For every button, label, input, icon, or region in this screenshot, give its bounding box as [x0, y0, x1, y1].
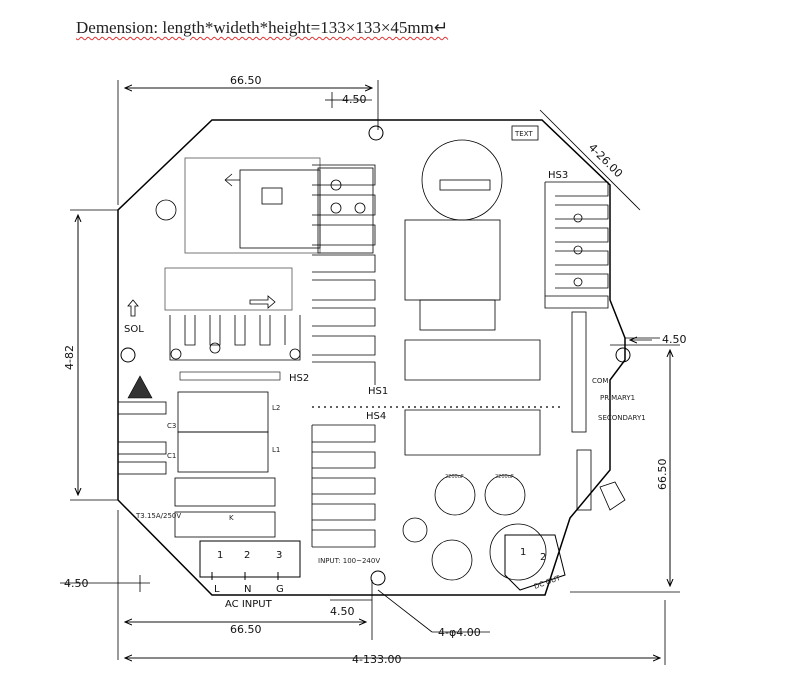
heatsink-hs2	[169, 315, 301, 361]
dim-right-offset: 4.50	[662, 333, 687, 346]
relay-block	[164, 267, 293, 311]
dim-hole: 4-φ4.00	[438, 626, 481, 639]
terminal-1: 1	[217, 550, 223, 561]
cap-label-1: 2200uF	[445, 474, 464, 480]
hs2-label: HS2	[289, 373, 309, 384]
left-relays	[117, 391, 276, 538]
dim-right-height: 66.50	[656, 459, 669, 491]
heatsink-hs3	[544, 181, 609, 309]
dim-left-height: 4-82	[63, 345, 76, 370]
dim-corner-top-right: 4-26.00	[586, 141, 625, 180]
warning-icon	[127, 375, 153, 399]
heatsink-hs1	[312, 164, 376, 385]
text-box-label: TEXT	[514, 130, 533, 138]
sol-arrow-icon	[127, 299, 139, 317]
l1-label: L1	[272, 446, 280, 454]
hs1-label: HS1	[368, 386, 388, 397]
dimension-lines	[60, 80, 680, 665]
dc-pin-1: 1	[520, 547, 526, 558]
dc-out-connector	[504, 534, 566, 591]
dim-bottom-center-offset: 4.50	[330, 605, 355, 618]
terminal-2: 2	[244, 550, 250, 561]
transformer-region	[184, 157, 374, 254]
dim-bottom-left-offset: 4.50	[64, 577, 89, 590]
arrow-symbol	[249, 295, 276, 309]
com-label: COM	[592, 377, 608, 385]
c1-label: C1	[167, 452, 176, 460]
heatsink-hs4	[311, 424, 376, 548]
c3-label: C3	[167, 422, 176, 430]
ac-input-label: AC INPUT	[225, 599, 273, 610]
dimension-title: Demension: length*wideth*height=133×133×…	[76, 18, 449, 37]
connector-strip	[179, 371, 281, 381]
dim-overall-width: 4-133.00	[352, 653, 401, 666]
hs3-label: HS3	[548, 170, 568, 181]
fuse-note: T3.15A/250V	[135, 512, 181, 520]
sol-label: SOL	[124, 324, 144, 335]
dim-bottom-width: 66.50	[230, 623, 262, 636]
terminal-3: 3	[276, 550, 282, 561]
terminal-letter-n: N	[244, 584, 251, 595]
text-box	[511, 125, 539, 141]
electrolytic-caps	[402, 474, 547, 581]
hs4-label: HS4	[366, 411, 386, 422]
component-circle	[155, 179, 366, 221]
l2-label: L2	[272, 404, 280, 412]
ac-input-terminal-block	[199, 540, 301, 580]
mounting-holes	[120, 125, 631, 586]
right-connectors	[571, 311, 626, 511]
board-outline	[117, 119, 626, 596]
input-note: INPUT: 100~240V	[318, 557, 380, 565]
secondary-label: SECONDARY1	[598, 414, 646, 422]
center-components	[404, 139, 541, 456]
cap-label-2: 2200uF	[495, 474, 514, 480]
dim-top-width: 66.50	[230, 74, 262, 87]
dim-top-offset: 4.50	[342, 93, 367, 106]
dc-pin-2: 2	[540, 552, 546, 563]
terminal-letter-g: G	[276, 584, 284, 595]
terminal-letter-l: L	[214, 584, 220, 595]
k-label: K	[229, 514, 234, 522]
primary-label: PRIMARY1	[600, 394, 635, 402]
